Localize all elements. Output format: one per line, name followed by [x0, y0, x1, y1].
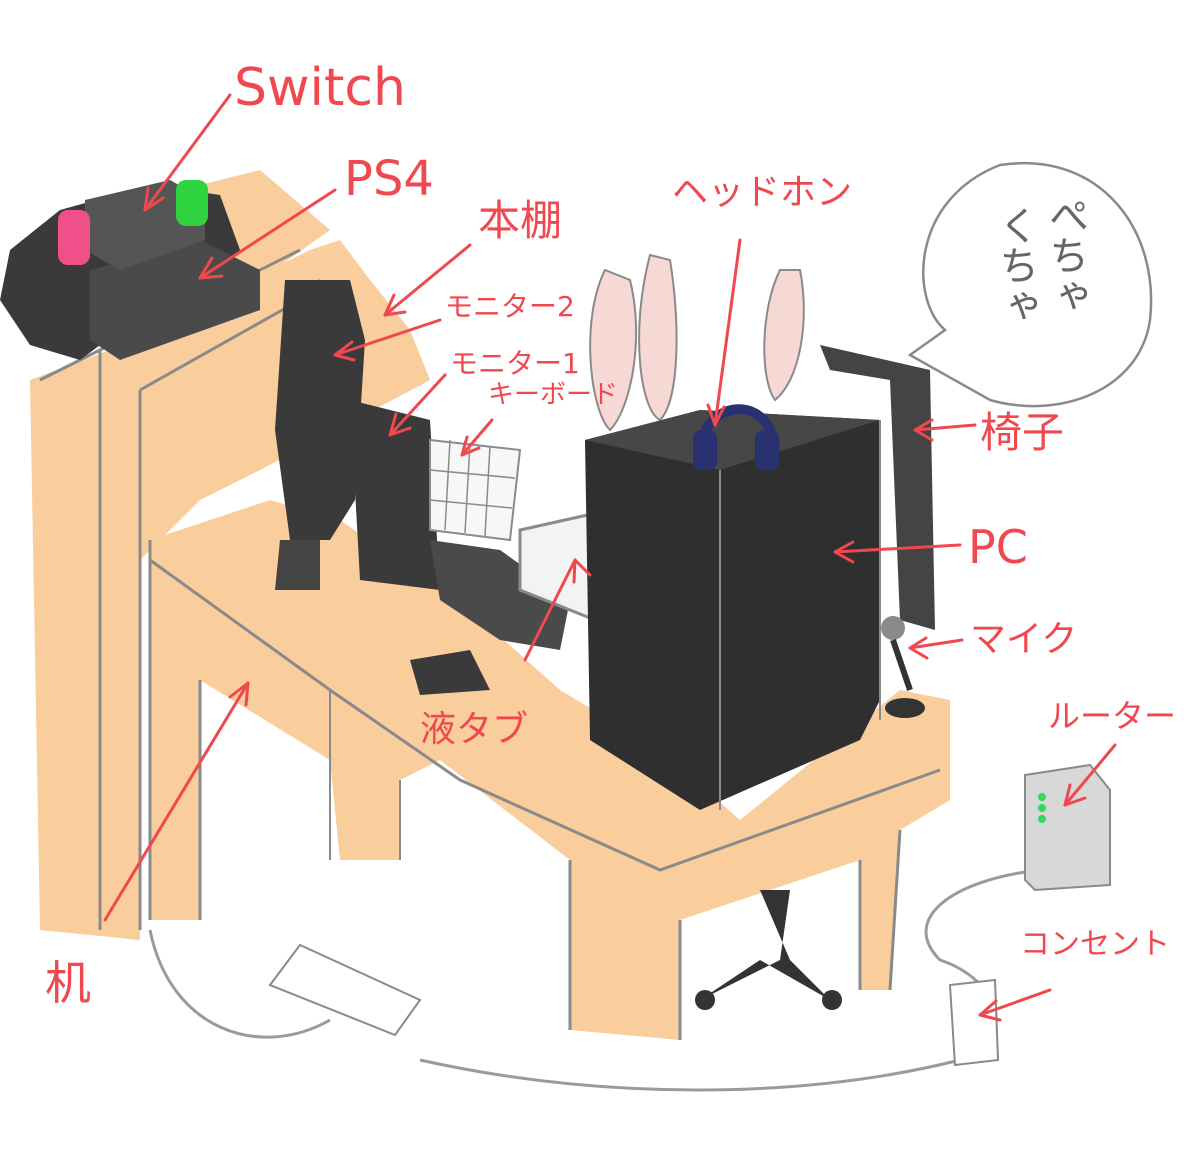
mic-drawing	[881, 616, 925, 718]
label-router: ルーター	[1048, 697, 1177, 735]
label-monitor2: モニター2	[445, 290, 575, 323]
monitor2-drawing	[275, 280, 365, 590]
monitor1-drawing	[350, 400, 570, 695]
label-ps4: PS4	[344, 151, 434, 207]
label-arrows	[103, 93, 1117, 1022]
headphone-drawing	[693, 404, 780, 470]
desk-drawing	[148, 500, 950, 1040]
label-mic: マイク	[970, 619, 1078, 660]
switch-drawing	[58, 180, 208, 270]
label-bookshelf: 本棚	[478, 196, 563, 245]
speech-bubble	[907, 162, 1153, 408]
label-monitor1: モニター1	[450, 347, 580, 380]
bunny-ears-drawing	[589, 253, 805, 432]
pc-drawing	[585, 410, 881, 810]
label-headphone: ヘッドホン	[672, 172, 853, 213]
outlet-drawing	[948, 978, 1000, 1067]
label-keyboard: キーボード	[488, 380, 619, 410]
router-drawing	[1024, 763, 1111, 892]
label-desk: 机	[45, 956, 91, 1010]
label-chair: 椅子	[980, 408, 1065, 457]
label-switch: Switch	[234, 58, 406, 118]
label-outlet: コンセント	[1020, 927, 1170, 962]
chair-drawing	[695, 345, 935, 1010]
speech-bubble-line2: くちゃ	[992, 205, 1038, 325]
label-pc: PC	[968, 520, 1028, 574]
power-strip-drawing	[268, 943, 422, 1037]
keyboard-drawing	[429, 438, 522, 542]
label-pentab: 液タブ	[420, 709, 529, 750]
speech-bubble-line1: ぺちゃ	[1042, 195, 1088, 315]
